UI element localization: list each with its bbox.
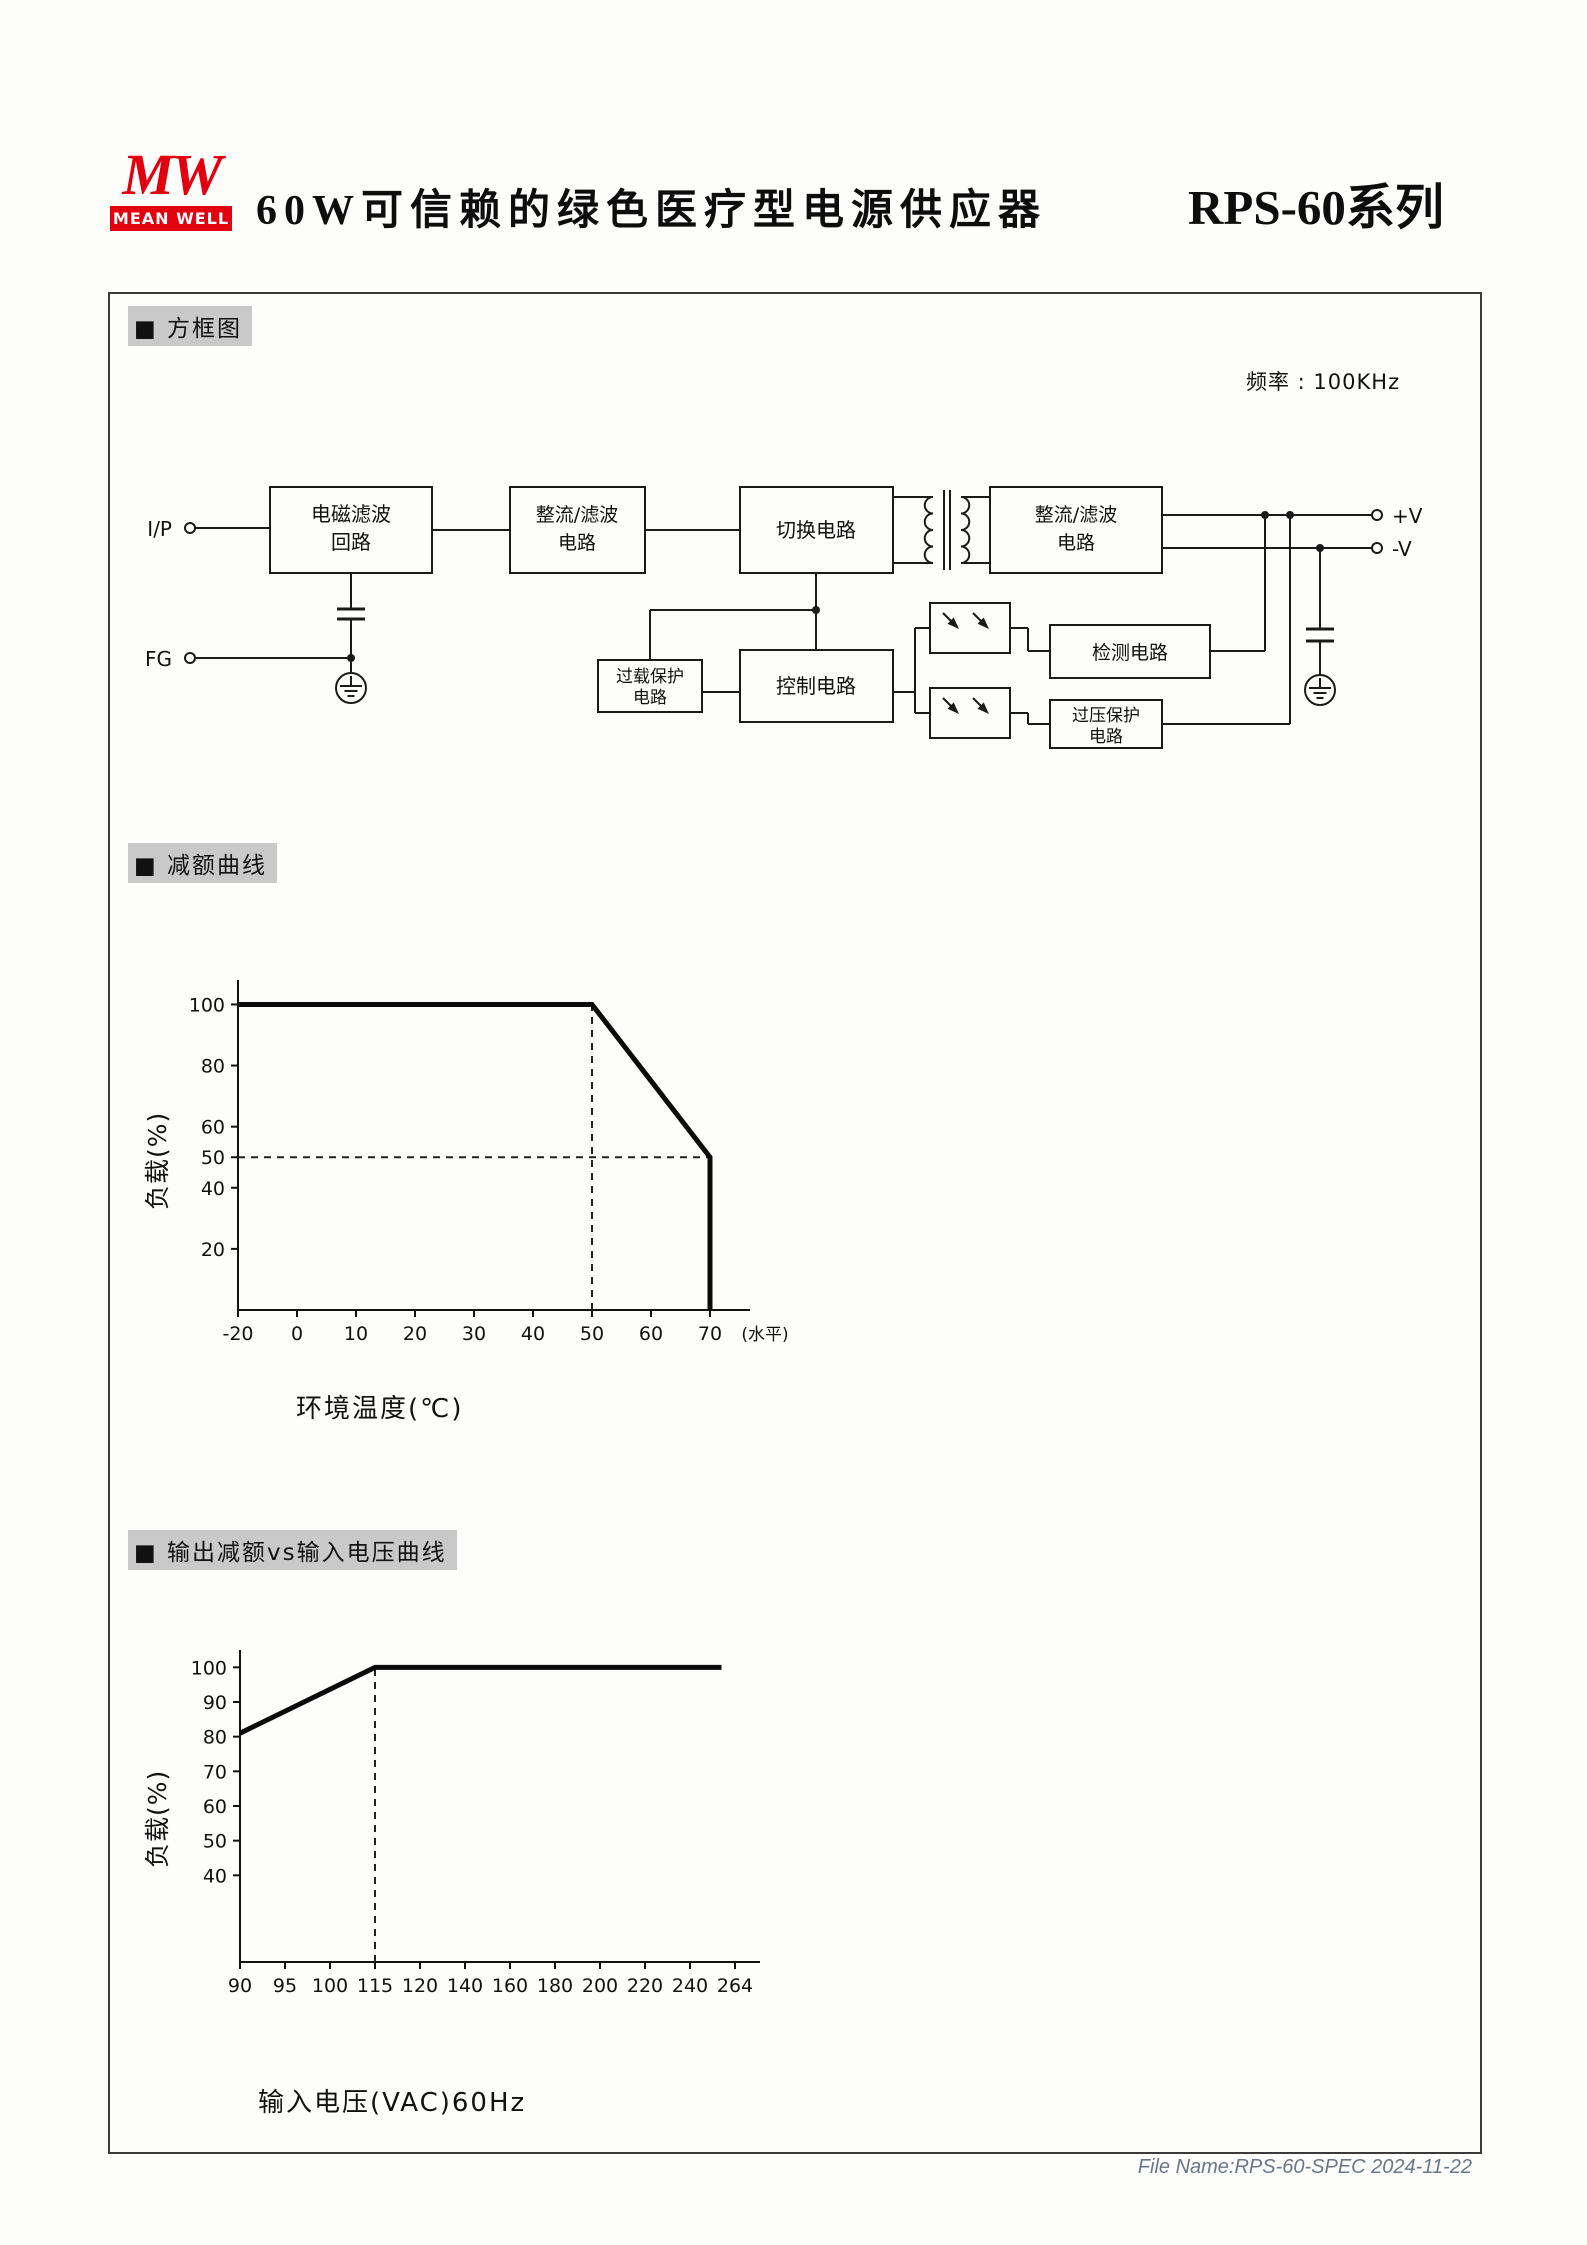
svg-text:20: 20: [403, 1323, 427, 1345]
svg-text:220: 220: [627, 1975, 663, 1997]
rectifier1-label-2: 电路: [558, 532, 596, 554]
svg-text:50: 50: [201, 1147, 225, 1169]
svg-text:90: 90: [228, 1975, 252, 1997]
svg-text:50: 50: [203, 1831, 227, 1853]
section-heading-input-derating: ■ 输出减额vs输入电压曲线: [128, 1530, 457, 1570]
svg-text:95: 95: [273, 1975, 297, 1997]
svg-text:264: 264: [717, 1975, 753, 1997]
svg-text:115: 115: [357, 1975, 393, 1997]
svg-text:-20: -20: [222, 1323, 253, 1345]
switching-circuit-box: [739, 486, 894, 574]
optocoupler-icon: [942, 612, 990, 715]
svg-text:10: 10: [344, 1323, 368, 1345]
svg-text:30: 30: [462, 1323, 486, 1345]
overvoltage-label-1: 过压保护: [1072, 706, 1140, 726]
derating-curve-chart: -20 0 10 20 30 40 50 60 70 (水平) 20 40 50 60 80 100: [189, 980, 789, 1345]
svg-text:60: 60: [639, 1323, 663, 1345]
logo-name-bar: MEAN WELL: [110, 206, 232, 231]
section-heading-derating: ■ 减额曲线: [128, 843, 278, 883]
block-diagram: I/P FG +V -V 电磁滤波 回路 整流/滤波 电路 切换电路 整流/: [145, 486, 1423, 749]
svg-text:240: 240: [672, 1975, 708, 1997]
terminal-label-ip: I/P: [147, 517, 172, 541]
section-heading-block-diagram: ■ 方框图: [128, 306, 253, 346]
svg-text:(水平): (水平): [741, 1325, 788, 1345]
rectifier-filter2-box: [989, 486, 1163, 574]
svg-text:100: 100: [191, 1657, 227, 1679]
detection-circuit-box: [1049, 624, 1211, 679]
logo-mw-text: MW: [122, 142, 222, 207]
terminal-label-fg: FG: [145, 647, 172, 671]
diagram-wires: [195, 496, 1372, 725]
svg-text:200: 200: [582, 1975, 618, 1997]
earth-ground-icon: [335, 672, 1336, 706]
input-voltage-derating-chart: 90 95 100 115 120 140 160 180 200 220 240 264 40 50 60…: [191, 1650, 760, 1997]
svg-text:40: 40: [521, 1323, 545, 1345]
rectifier2-label-1: 整流/滤波: [1035, 504, 1117, 526]
svg-text:50: 50: [580, 1323, 604, 1345]
overload-protection-box: [597, 659, 703, 713]
switching-frequency-note: 频率 : 100KHz: [1246, 370, 1401, 394]
rectifier1-label-1: 整流/滤波: [536, 504, 618, 526]
emi-filter-box: [269, 486, 433, 574]
page-title: 60W可信赖的绿色医疗型电源供应器: [256, 188, 1048, 234]
svg-text:100: 100: [312, 1975, 348, 1997]
input-y-axis-label: 负载(%): [143, 1769, 172, 1868]
overload-label-2: 电路: [633, 688, 667, 708]
switching-label: 切换电路: [776, 518, 856, 542]
control-circuit-box: [739, 649, 894, 723]
svg-text:40: 40: [201, 1178, 225, 1200]
svg-text:40: 40: [203, 1865, 227, 1887]
overload-label-1: 过载保护: [616, 667, 684, 687]
junction-dots: [347, 511, 1324, 662]
file-name-footer: File Name:RPS-60-SPEC 2024-11-22: [1137, 2156, 1472, 2178]
derating-y-axis-label: 负载(%): [143, 1111, 172, 1210]
svg-text:0: 0: [291, 1323, 303, 1345]
svg-text:80: 80: [201, 1056, 225, 1078]
svg-text:80: 80: [203, 1727, 227, 1749]
overvoltage-label-2: 电路: [1089, 727, 1123, 747]
series-title: RPS-60系列: [1188, 180, 1444, 235]
meanwell-logo: MW MEAN WELL: [110, 146, 232, 231]
svg-text:160: 160: [492, 1975, 528, 1997]
svg-text:20: 20: [201, 1239, 225, 1261]
svg-text:100: 100: [189, 994, 225, 1016]
terminal-label-vminus: -V: [1392, 537, 1412, 561]
optocoupler2-box: [929, 687, 1011, 739]
svg-text:90: 90: [203, 1692, 227, 1714]
overvoltage-protection-box: [1049, 699, 1163, 749]
optocoupler1-box: [929, 602, 1011, 654]
content-frame: [108, 292, 1482, 2154]
svg-text:180: 180: [537, 1975, 573, 1997]
svg-text:140: 140: [447, 1975, 483, 1997]
transformer-icon: [923, 490, 971, 570]
capacitor-symbols: [337, 607, 1334, 643]
svg-text:60: 60: [201, 1117, 225, 1139]
svg-text:70: 70: [203, 1761, 227, 1783]
control-label: 控制电路: [776, 674, 856, 698]
detection-label: 检测电路: [1092, 642, 1168, 664]
input-x-axis-label: 输入电压(VAC)60Hz: [258, 2088, 527, 2118]
emi-filter-label-1: 电磁滤波: [311, 502, 391, 526]
svg-text:120: 120: [402, 1975, 438, 1997]
derating-x-axis-label: 环境温度(℃): [296, 1394, 464, 1424]
svg-text:60: 60: [203, 1796, 227, 1818]
terminal-label-vplus: +V: [1392, 504, 1423, 528]
rectifier-filter1-box: [509, 486, 646, 574]
terminal-circles: [184, 509, 1383, 664]
rectifier2-label-2: 电路: [1057, 532, 1095, 554]
svg-text:70: 70: [698, 1323, 722, 1345]
emi-filter-label-2: 回路: [331, 530, 371, 554]
